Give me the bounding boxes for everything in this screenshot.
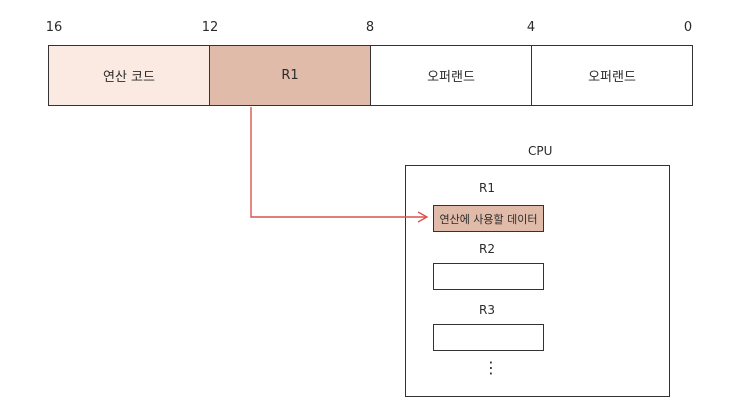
- register-r1-content: 연산에 사용할 데이터: [439, 212, 538, 226]
- operand-field-2-label: 오퍼랜드: [588, 70, 636, 85]
- register-r1: 연산에 사용할 데이터: [433, 205, 544, 232]
- bit-label-16: 16: [45, 20, 63, 35]
- bit-label-4: 4: [526, 20, 536, 35]
- register-label-r2: R2: [479, 242, 495, 256]
- operand-field-2: 오퍼랜드: [531, 45, 693, 106]
- opcode-field: 연산 코드: [48, 45, 210, 106]
- operand-field-1-label: 오퍼랜드: [427, 70, 475, 85]
- arrow-head: [417, 211, 429, 223]
- bit-label-0: 0: [683, 20, 693, 35]
- cpu-box: [405, 165, 670, 397]
- opcode-field-label: 연산 코드: [103, 70, 155, 85]
- bit-label-8: 8: [365, 20, 375, 35]
- register-label-r3: R3: [479, 303, 495, 317]
- register-r3: [433, 324, 544, 351]
- more-registers-ellipsis: ⋮: [483, 358, 499, 377]
- arrow-line: [250, 107, 426, 218]
- register-operand-label: R1: [281, 68, 299, 83]
- bit-label-12: 12: [201, 20, 219, 35]
- operand-field-1: 오퍼랜드: [370, 45, 532, 106]
- register-label-r1: R1: [479, 181, 495, 195]
- cpu-title: CPU: [528, 144, 553, 158]
- register-r2: [433, 263, 544, 290]
